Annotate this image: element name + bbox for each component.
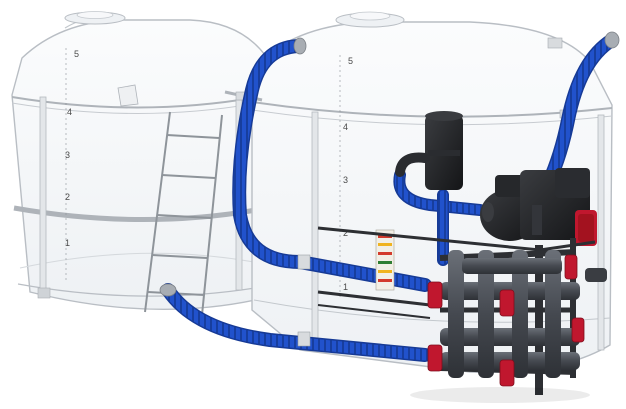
warning-label <box>375 229 395 291</box>
valve-handle <box>564 254 578 280</box>
pump <box>480 168 597 246</box>
red-valves <box>427 254 585 387</box>
hose-clamp <box>297 331 311 347</box>
right-tank-scale: 5 4 3 2 1 <box>339 55 353 300</box>
left-tank: 5 4 3 2 1 <box>11 11 266 316</box>
manifold-pipes <box>440 250 607 378</box>
ground-shadow <box>410 387 590 403</box>
hose-clamp <box>297 254 311 270</box>
left-scale-1: 1 <box>65 238 70 248</box>
blue-hoses <box>159 31 620 362</box>
left-scale-5: 5 <box>74 49 79 59</box>
right-scale-1: 1 <box>343 282 348 292</box>
valve-handle <box>499 359 515 387</box>
left-scale-4: 4 <box>67 107 72 117</box>
right-scale-3: 3 <box>343 175 348 185</box>
right-scale-2: 2 <box>343 228 348 238</box>
left-scale-3: 3 <box>65 150 70 160</box>
right-scale-5: 5 <box>348 56 353 66</box>
valve-handle <box>427 344 443 372</box>
valve-handle <box>427 281 443 309</box>
valve-handle <box>499 289 515 317</box>
right-scale-4: 4 <box>343 122 348 132</box>
left-scale-2: 2 <box>65 192 70 202</box>
valve-handle <box>571 317 585 343</box>
filter-canister <box>395 111 463 190</box>
left-tank-scale: 5 4 3 2 1 <box>65 48 79 280</box>
